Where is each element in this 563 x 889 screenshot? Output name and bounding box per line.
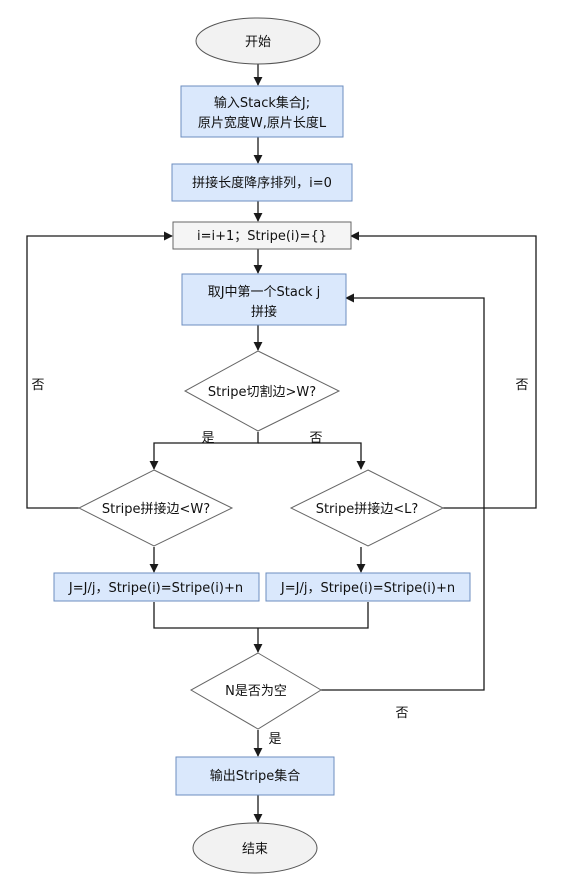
output-node: 输出Stripe集合: [175, 756, 335, 796]
edge-label-yes-cut: 是: [201, 431, 214, 446]
sort-node: 拼接长度降序排列，i=0: [171, 163, 353, 202]
input-label-line2: 原片宽度W,原片长度L: [198, 115, 327, 131]
w-condition-node: Stripe拼接边<W?: [77, 469, 234, 547]
update-left-node: J=J/j，Stripe(i)=Stripe(i)+n: [53, 572, 260, 602]
empty-condition-node: N是否为空: [189, 652, 322, 730]
edge-label-yes-empty: 是: [268, 732, 281, 747]
edge-cutcond-no: [258, 442, 366, 470]
start-node: 开始: [195, 17, 321, 65]
end-node: 结束: [192, 822, 318, 874]
edge-label-no-cut: 否: [309, 431, 322, 446]
edge-emptycond-no-loop: [321, 293, 485, 691]
start-label: 开始: [245, 35, 271, 50]
update-left-label: J=J/j，Stripe(i)=Stripe(i)+n: [68, 581, 243, 596]
update-right-label: J=J/j，Stripe(i)=Stripe(i)+n: [280, 581, 455, 596]
edge-label-no-w: 否: [31, 378, 44, 393]
l-condition-node: Stripe拼接边<L?: [289, 469, 445, 547]
edges: [26, 63, 537, 823]
init-label: i=i+1；Stripe(i)={}: [197, 229, 327, 244]
init-node: i=i+1；Stripe(i)={}: [172, 221, 352, 250]
empty-condition-label: N是否为空: [225, 684, 287, 699]
take-label-line2: 拼接: [251, 304, 277, 320]
edge-cutcond-yes: [149, 432, 259, 470]
edge-label-no-empty: 否: [395, 706, 408, 721]
cut-condition-node: Stripe切割边>W?: [183, 350, 341, 432]
edge-lcond-no-loop: [350, 231, 537, 509]
w-condition-label: Stripe拼接边<W?: [102, 501, 210, 517]
update-right-node: J=J/j，Stripe(i)=Stripe(i)+n: [265, 572, 471, 602]
edge-update-right-merge: [258, 602, 369, 629]
input-label-line1: 输入Stack集合J;: [214, 95, 310, 111]
cut-condition-label: Stripe切割边>W?: [208, 384, 316, 400]
take-label-line1: 取J中第一个Stack j: [208, 285, 321, 300]
take-node: 取J中第一个Stack j 拼接: [181, 273, 347, 326]
edge-label-no-l: 否: [515, 378, 528, 393]
output-label: 输出Stripe集合: [210, 768, 301, 784]
sort-label: 拼接长度降序排列，i=0: [192, 175, 332, 191]
end-label: 结束: [242, 842, 268, 857]
edge-wcond-no-loop: [26, 231, 173, 509]
l-condition-label: Stripe拼接边<L?: [316, 501, 419, 517]
edge-update-left-merge: [153, 602, 258, 629]
input-node: 输入Stack集合J; 原片宽度W,原片长度L: [180, 85, 344, 138]
